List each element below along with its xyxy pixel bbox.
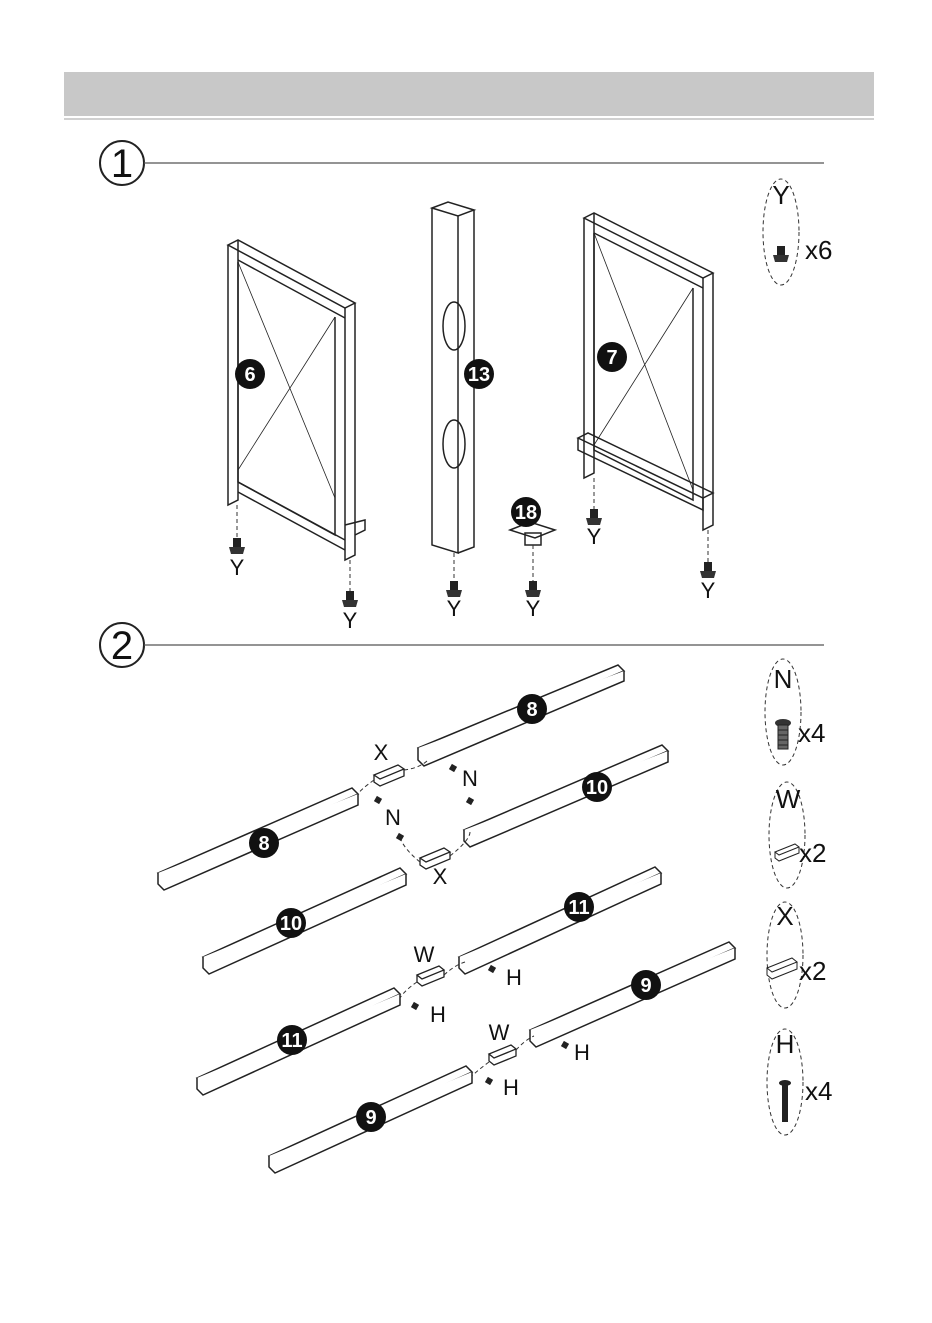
- step-2: 2 8 10 8 10 11: [100, 623, 832, 1173]
- part-number: 9: [365, 1107, 376, 1129]
- hardware-legend-x: X x2: [767, 901, 826, 1008]
- connector-label: X: [433, 864, 448, 889]
- connector-label: H: [506, 965, 522, 990]
- connector-label: N: [385, 805, 401, 830]
- connector-label: H: [503, 1075, 519, 1100]
- connector-label: H: [574, 1040, 590, 1065]
- fastener-label: Y: [447, 596, 462, 621]
- hardware-qty: x4: [798, 718, 825, 748]
- part-number-6: 6: [244, 364, 255, 386]
- part-number: 11: [281, 1030, 302, 1052]
- foot-glide-icon: [773, 246, 789, 262]
- hardware-legend-h: H x4: [767, 1029, 832, 1135]
- foot-glide-icon: [342, 591, 358, 607]
- hardware-legend-w: W x2: [769, 782, 826, 888]
- bracket-x-icon: [767, 958, 797, 979]
- part-number-18: 18: [515, 502, 537, 524]
- hardware-letter: W: [776, 784, 801, 814]
- part-number-7: 7: [606, 347, 617, 369]
- foot-glide-icon: [700, 562, 716, 578]
- connector-label: H: [430, 1002, 446, 1027]
- part-number: 10: [586, 777, 608, 799]
- hardware-qty: x2: [799, 838, 826, 868]
- part-number: 8: [526, 699, 537, 721]
- foot-leaders: [237, 478, 708, 592]
- rails: [158, 665, 735, 1173]
- foot-glide-icon: [229, 538, 245, 554]
- part-number-13: 13: [468, 364, 490, 386]
- step-number: 1: [111, 142, 133, 186]
- step-number: 2: [111, 624, 133, 668]
- fastener-label: Y: [587, 524, 602, 549]
- hardware-qty: x6: [805, 235, 832, 265]
- hardware-qty: x2: [799, 956, 826, 986]
- hardware-letter: X: [776, 901, 793, 931]
- connector-label: W: [489, 1020, 510, 1045]
- foot-glide-icon: [586, 509, 602, 525]
- hardware-legend-y: Y x6: [763, 179, 832, 285]
- bolt-icon: [775, 719, 791, 749]
- bracket-w-icon: [775, 844, 799, 861]
- connector-label: N: [462, 766, 478, 791]
- hardware-letter: Y: [772, 180, 789, 210]
- hardware-legend-n: N x4: [765, 659, 825, 765]
- step-1: 1 6 13: [100, 141, 832, 633]
- hardware-qty: x4: [805, 1076, 832, 1106]
- fastener-label: Y: [526, 596, 541, 621]
- screw-icon: [779, 1080, 791, 1122]
- part-number: 10: [280, 913, 302, 935]
- frame-part-7: [578, 213, 713, 530]
- foot-glide-icon: [446, 581, 462, 597]
- part-number: 8: [258, 833, 269, 855]
- connector-label: X: [374, 740, 389, 765]
- hardware-letter: H: [776, 1029, 795, 1059]
- fastener-label: Y: [230, 555, 245, 580]
- foot-glide-icon: [525, 581, 541, 597]
- connector-label: W: [414, 942, 435, 967]
- part-number: 9: [640, 975, 651, 997]
- fastener-label: Y: [701, 578, 716, 603]
- hardware-letter: N: [774, 664, 793, 694]
- frame-part-6: [228, 240, 365, 560]
- part-number: 11: [568, 897, 589, 919]
- fastener-label: Y: [343, 608, 358, 633]
